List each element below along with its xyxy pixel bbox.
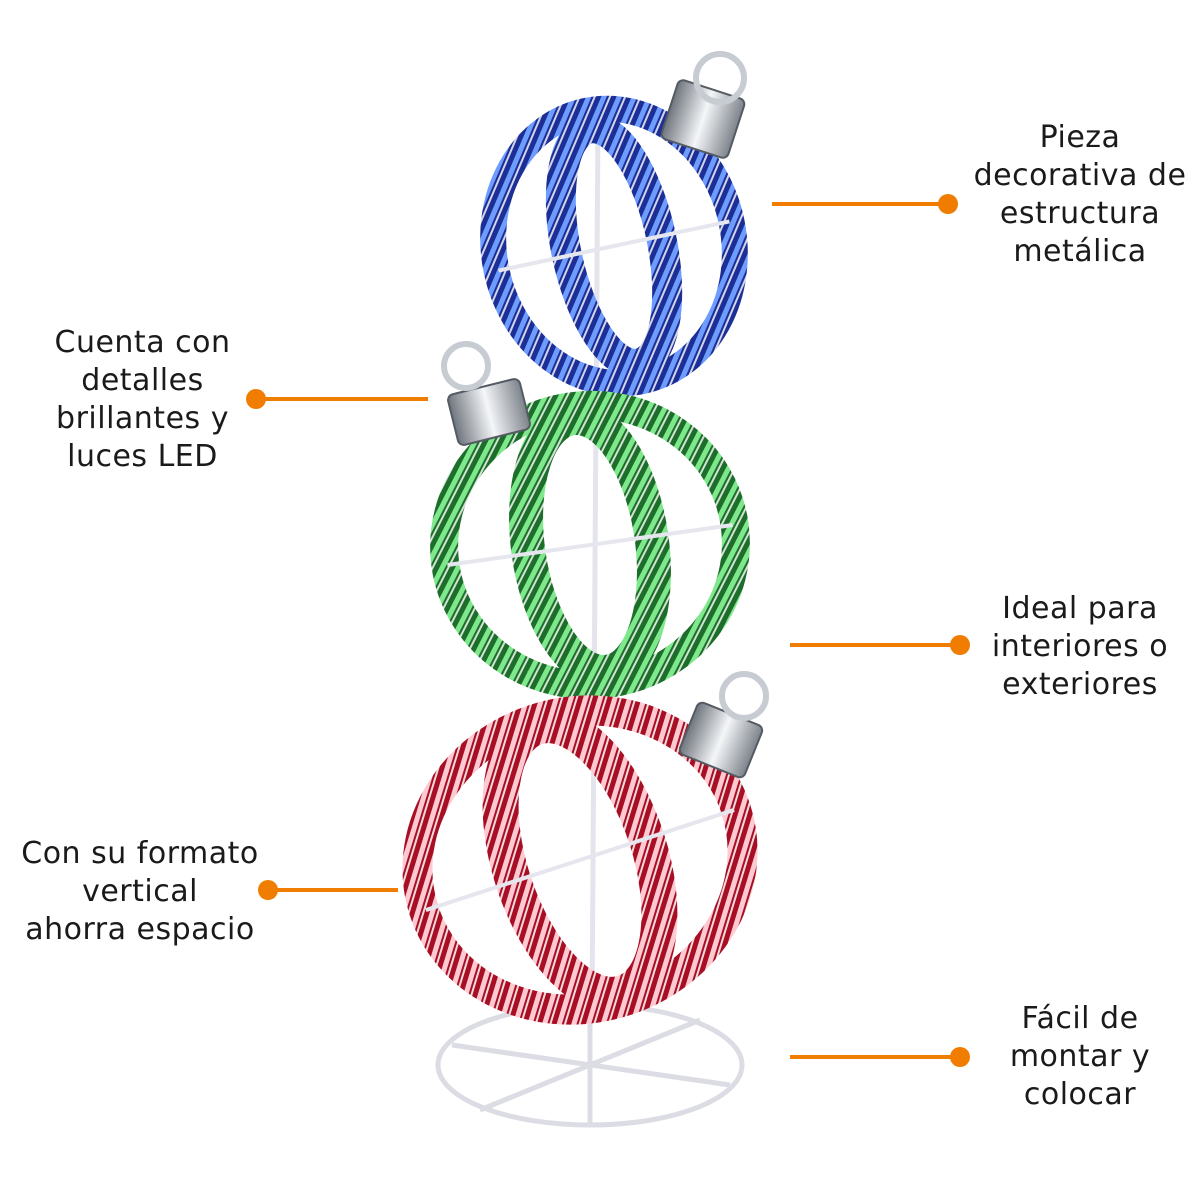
callout-line: colocar — [1023, 1077, 1137, 1112]
callout-space-saving: Con su formato vertical ahorra espacio — [0, 835, 280, 949]
callout-metal-frame: Pieza decorativa de estructura metálica — [950, 119, 1200, 271]
callout-leaders — [246, 194, 970, 1067]
green-ornament-cap — [441, 341, 531, 446]
red-ornament-cap — [678, 671, 769, 779]
leader-dot-space-saving — [258, 880, 278, 900]
callout-easy-assembly: Fácil de montar y colocar — [960, 1000, 1200, 1114]
callout-line: montar y — [1009, 1039, 1151, 1074]
callout-line: vertical — [82, 874, 198, 909]
callout-line: metálica — [1013, 234, 1147, 269]
center-pole — [589, 119, 601, 1011]
leader-dot-led-lights — [246, 389, 266, 409]
callout-line: Con su formato — [21, 836, 259, 871]
green-ornament — [430, 390, 750, 700]
callout-line: Fácil de — [1021, 1001, 1139, 1036]
callout-line: decorativa de — [973, 158, 1187, 193]
callout-line: ahorra espacio — [25, 912, 255, 947]
callout-line: detalles — [81, 363, 204, 398]
red-ornament — [402, 695, 758, 1025]
callout-line: brillantes y — [56, 401, 229, 436]
callout-line: Cuenta con — [54, 325, 231, 360]
leader-dot-indoor-outdoor — [950, 635, 970, 655]
blue-ornament-cap — [660, 51, 747, 159]
callout-line: Pieza — [1039, 120, 1121, 155]
callout-led-lights: Cuenta con detalles brillantes y luces L… — [30, 324, 255, 476]
callout-line: Ideal para — [1002, 591, 1158, 626]
callout-line: estructura — [999, 196, 1161, 231]
callout-line: exteriores — [1002, 667, 1158, 702]
leader-dot-metal-frame — [938, 194, 958, 214]
blue-ornament — [480, 95, 748, 397]
callout-line: interiores o — [991, 629, 1169, 664]
callout-indoor-outdoor: Ideal para interiores o exteriores — [960, 590, 1200, 704]
callout-line: luces LED — [67, 439, 218, 474]
leader-dot-easy-assembly — [950, 1047, 970, 1067]
